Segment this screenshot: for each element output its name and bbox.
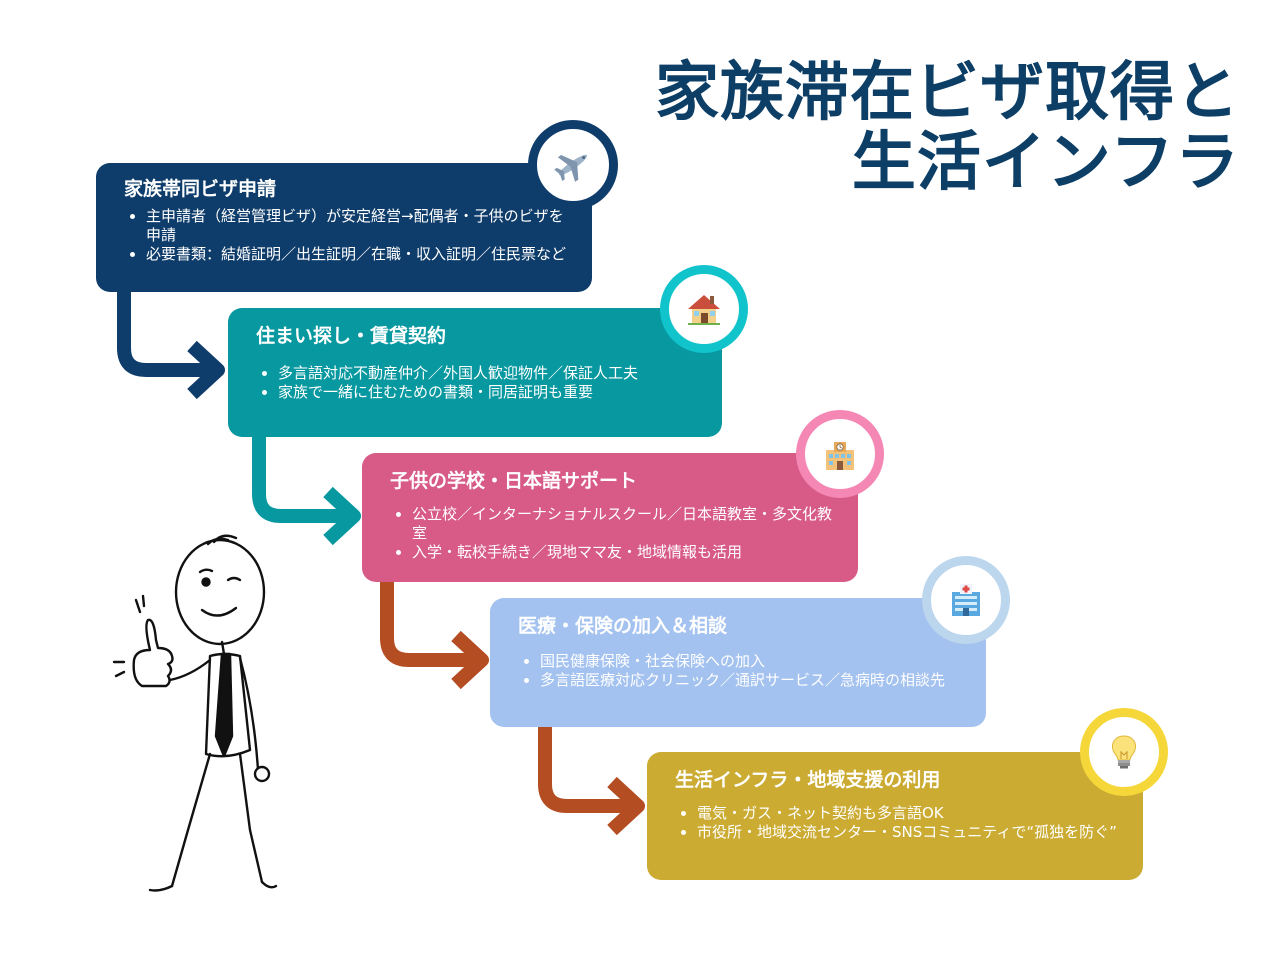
flow-arrow-1-head xyxy=(187,340,225,400)
step-heading: 生活インフラ・地域支援の利用 xyxy=(675,769,941,791)
step-bullet: 市役所・地域交流センター・SNSコミュニティで“孤独を防ぐ” xyxy=(697,823,1119,842)
hospital-icon xyxy=(952,584,980,616)
step-heading: 子供の学校・日本語サポート xyxy=(390,470,638,492)
house-badge xyxy=(660,265,748,353)
step-bullet: 国民健康保険・社会保険への加入 xyxy=(540,652,962,671)
flow-arrow-4-head xyxy=(607,776,645,836)
page-title: 家族滞在ビザ取得と 生活インフラ xyxy=(600,58,1240,198)
step-bullet: 公立校／インターナショナルスクール／日本語教室・多文化教室 xyxy=(412,505,834,543)
step-heading: 住まい探し・賃貸契約 xyxy=(256,325,447,347)
step-heading: 家族帯同ビザ申請 xyxy=(124,178,277,200)
school-icon xyxy=(826,442,854,470)
page-title-line2: 生活インフラ xyxy=(851,126,1240,200)
house-icon xyxy=(688,295,720,325)
page-title-line1: 家族滞在ビザ取得と xyxy=(655,56,1240,130)
flow-arrow-3 xyxy=(380,580,478,667)
step-school: 子供の学校・日本語サポート 公立校／インターナショナルスクール／日本語教室・多文… xyxy=(362,453,858,582)
step-bullet: 多言語対応不動産仲介／外国人歓迎物件／保証人工夫 xyxy=(278,364,698,383)
flow-arrow-2 xyxy=(252,436,350,523)
step-bullet: 入学・転校手続き／現地ママ友・地域情報も活用 xyxy=(412,543,834,562)
step-housing: 住まい探し・賃貸契約 多言語対応不動産仲介／外国人歓迎物件／保証人工夫 家族で一… xyxy=(228,308,722,437)
lightbulb-badge xyxy=(1080,708,1168,796)
flow-arrow-4 xyxy=(538,726,634,813)
step-bullet: 多言語医療対応クリニック／通訳サービス／急病時の相談先 xyxy=(540,671,962,690)
flow-arrow-3-head xyxy=(451,630,489,690)
step-bullet: 電気・ガス・ネット契約も多言語OK xyxy=(697,804,1119,823)
step-bullet: 家族で一緒に住むための書類・同居証明も重要 xyxy=(278,383,698,402)
flow-arrow-2-head xyxy=(323,486,361,546)
lightbulb-icon xyxy=(1112,735,1136,769)
step-living-infrastructure: 生活インフラ・地域支援の利用 電気・ガス・ネット契約も多言語OK 市役所・地域交… xyxy=(647,752,1143,880)
step-heading: 医療・保険の加入＆相談 xyxy=(518,615,728,637)
flow-arrow-1 xyxy=(117,290,214,377)
step-bullet: 必要書類：結婚証明／出生証明／在職・収入証明／住民票など xyxy=(146,245,568,264)
airplane-icon xyxy=(554,154,588,182)
thumbs-up-figure xyxy=(112,534,278,892)
step-bullet: 主申請者（経営管理ビザ）が安定経営→配偶者・子供のビザを申請 xyxy=(146,207,568,245)
hospital-badge xyxy=(922,556,1010,644)
airplane-badge xyxy=(528,120,618,210)
step-visa-application: 家族帯同ビザ申請 主申請者（経営管理ビザ）が安定経営→配偶者・子供のビザを申請 … xyxy=(96,163,592,292)
school-badge xyxy=(796,410,884,498)
step-medical-insurance: 医療・保険の加入＆相談 国民健康保険・社会保険への加入 多言語医療対応クリニック… xyxy=(490,598,986,727)
